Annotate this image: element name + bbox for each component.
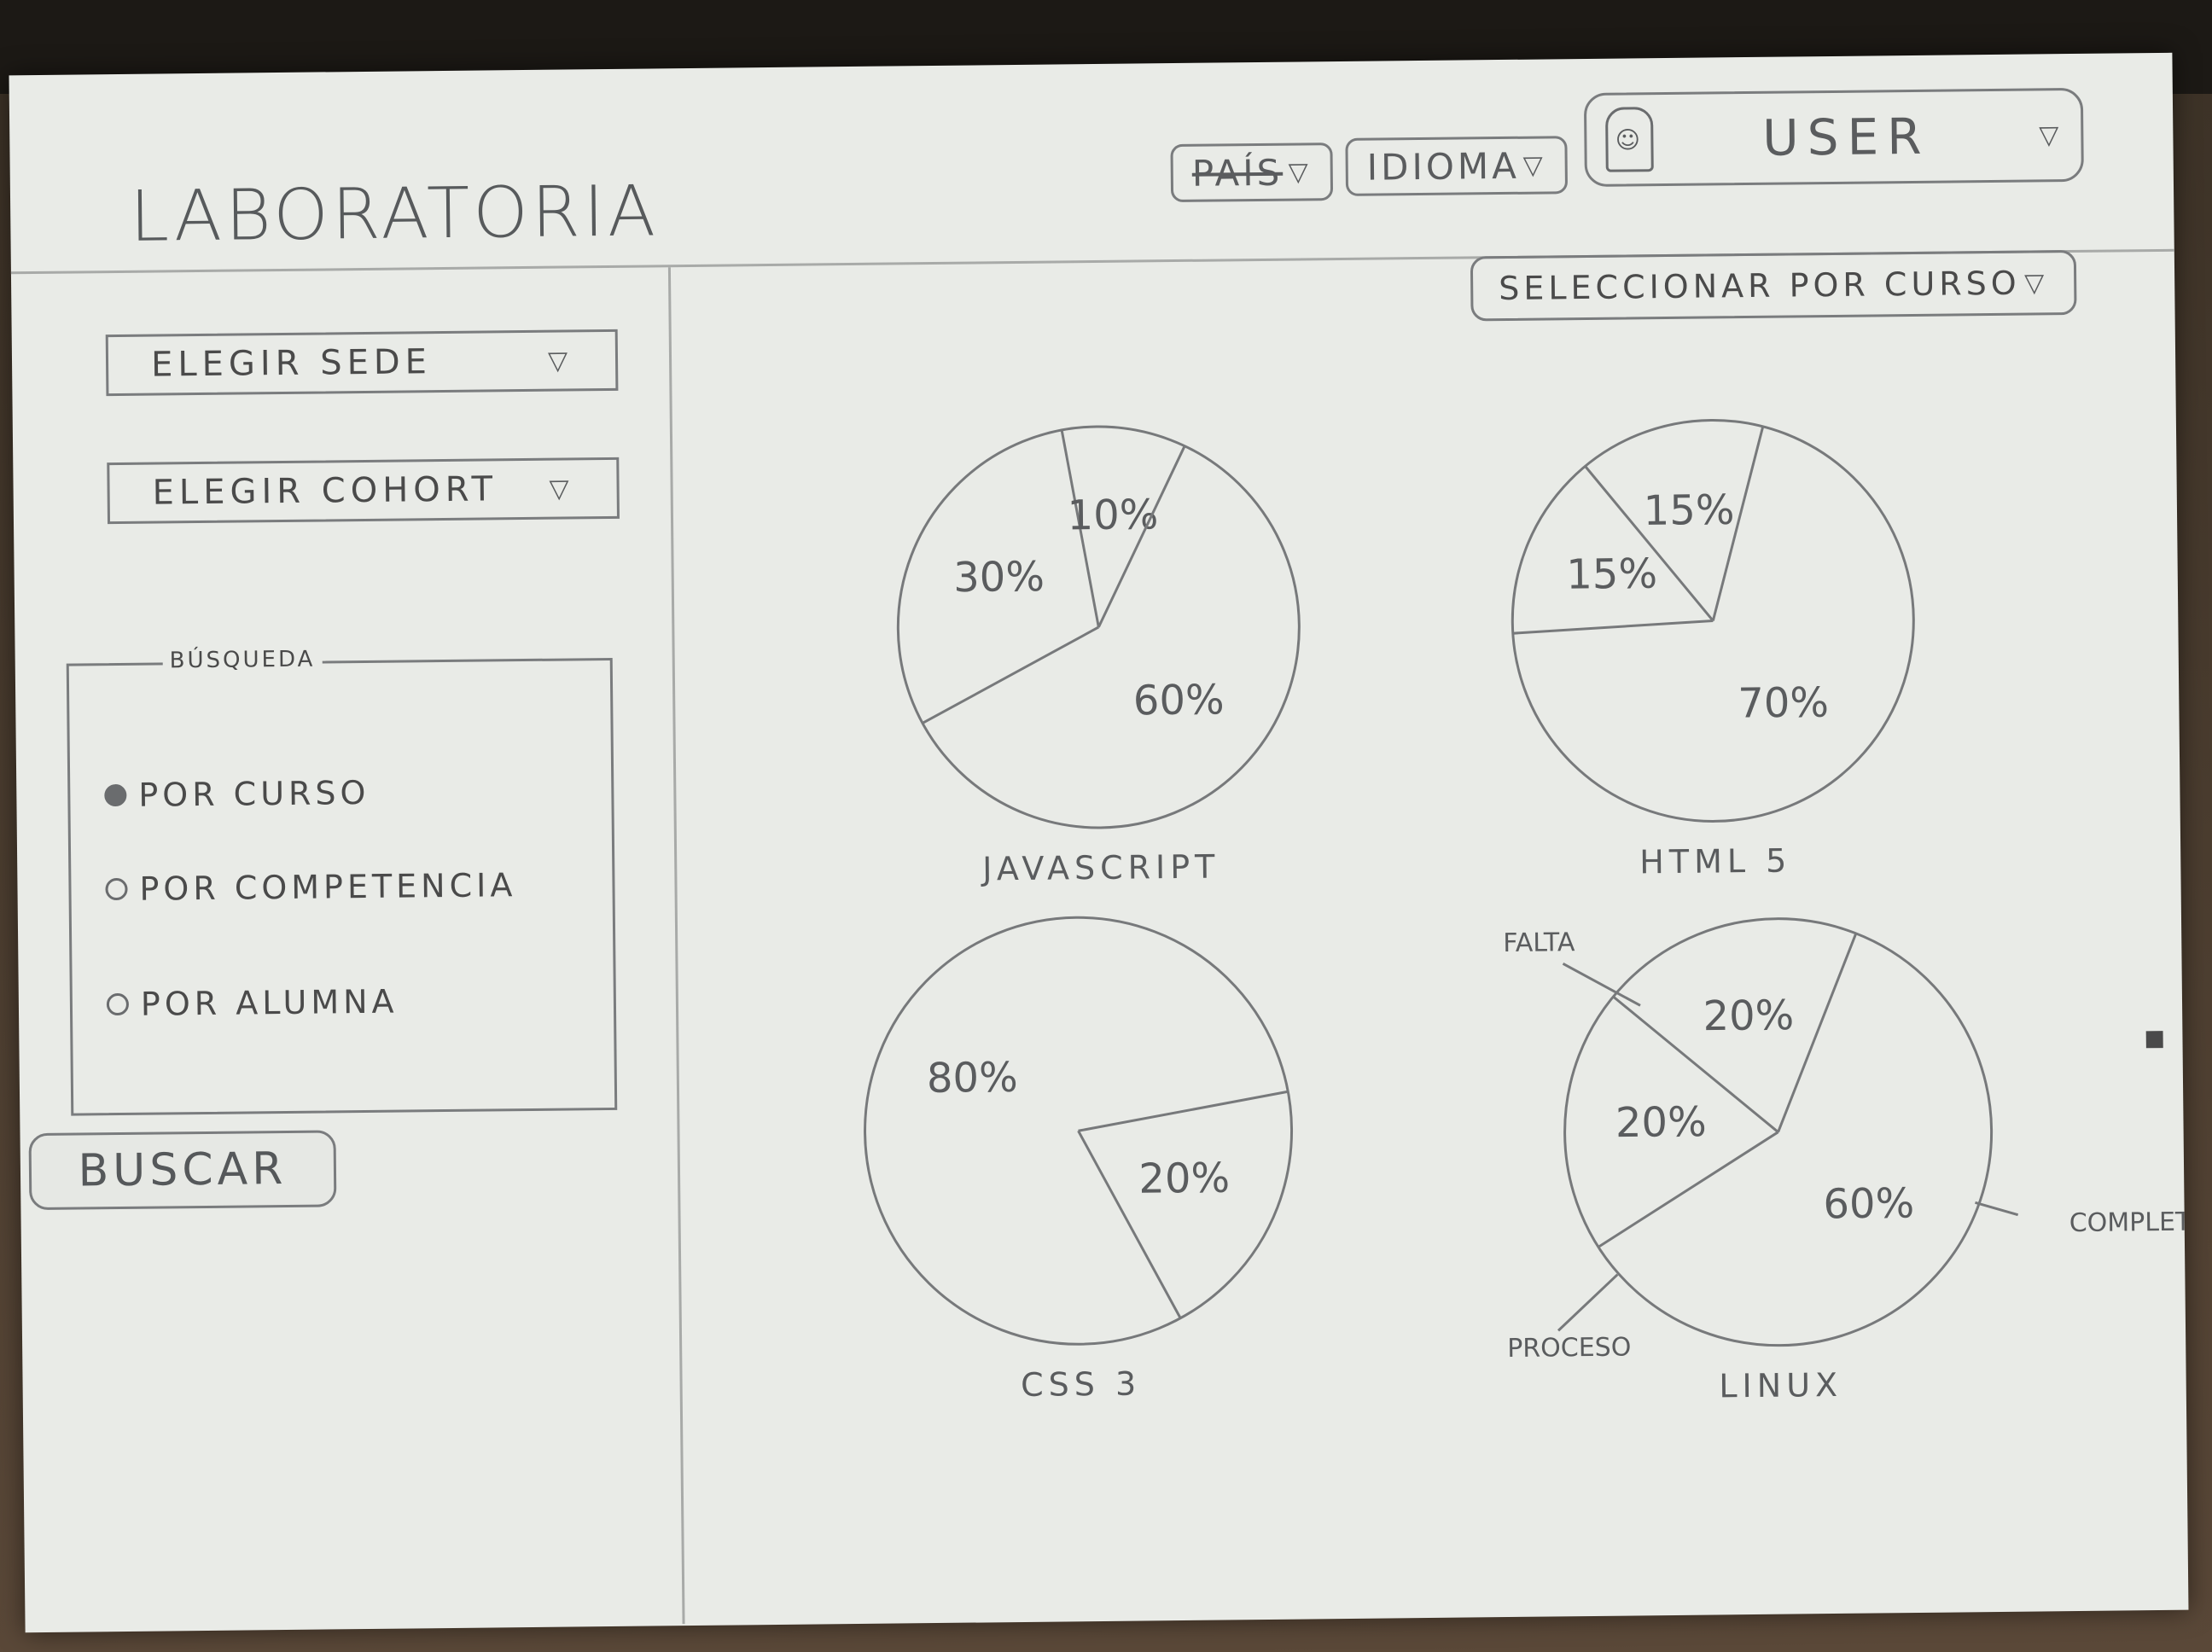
pie-annotation-label: COMPLETO: [2069, 1207, 2189, 1238]
pie-slice-label: 60%: [1133, 676, 1225, 724]
pie-slice-label: 15%: [1643, 486, 1734, 535]
pie-slice-label: 70%: [1738, 678, 1829, 727]
pie-slice-label: 20%: [1703, 992, 1794, 1040]
pie-chart: 70% 15% 15% HTML 5: [1511, 418, 1915, 881]
pie-slice-label: 20%: [1138, 1155, 1230, 1203]
pie-slice-divider: [1584, 465, 1714, 622]
pie-slice-label: 60%: [1823, 1179, 1914, 1228]
pie-title: LINUX: [1719, 1366, 1842, 1405]
pie-slice-label: 15%: [1566, 550, 1657, 599]
pie-slice-divider: [1711, 426, 1765, 621]
pie-slice-divider: [1512, 619, 1714, 635]
pie-slice-label: 30%: [953, 553, 1045, 602]
annotation-leader: [1975, 1201, 2019, 1217]
pie-slice-divider: [1598, 1131, 1779, 1248]
pie-annotation-label: FALTA: [1503, 928, 1575, 958]
pie-outline: [864, 916, 1294, 1346]
pie-slice-label: 20%: [1615, 1098, 1707, 1147]
pie-outline: [1563, 917, 1994, 1347]
pie-outline: [896, 425, 1301, 829]
pie-title: HTML 5: [1639, 842, 1791, 881]
pie-annotation-label: PROCESO: [1507, 1333, 1631, 1364]
pie-chart: 10%60%30%JAVASCRIPT: [896, 425, 1301, 888]
pie-title: CSS 3: [1021, 1365, 1141, 1404]
pie-slice-divider: [1078, 1090, 1289, 1132]
pie-slice-label: 80%: [927, 1054, 1018, 1102]
pie-slice-divider: [1060, 429, 1100, 628]
pie-slice-divider: [1077, 1130, 1182, 1319]
pie-slice-divider: [1777, 933, 1858, 1133]
pie-slice-divider: [1612, 995, 1779, 1133]
pie-outline: [1511, 418, 1915, 823]
pie-slice-divider: [1097, 445, 1186, 628]
pie-chart: 80% 20% CSS 3: [864, 916, 1294, 1404]
checkbox-icon: ■: [2144, 1025, 2166, 1052]
annotation-leader: [1562, 962, 1641, 1007]
wireframe-paper: LABORATORIA PAÍS ▽ IDIOMA ▽ ☺ USER ▽ ELE…: [9, 52, 2189, 1633]
annotation-leader: [1557, 1273, 1619, 1332]
pie-title: JAVASCRIPT: [981, 848, 1220, 888]
pie-slice-divider: [922, 625, 1100, 724]
pie-chart: 20% 60% 20% LINUX: [1563, 917, 1994, 1405]
